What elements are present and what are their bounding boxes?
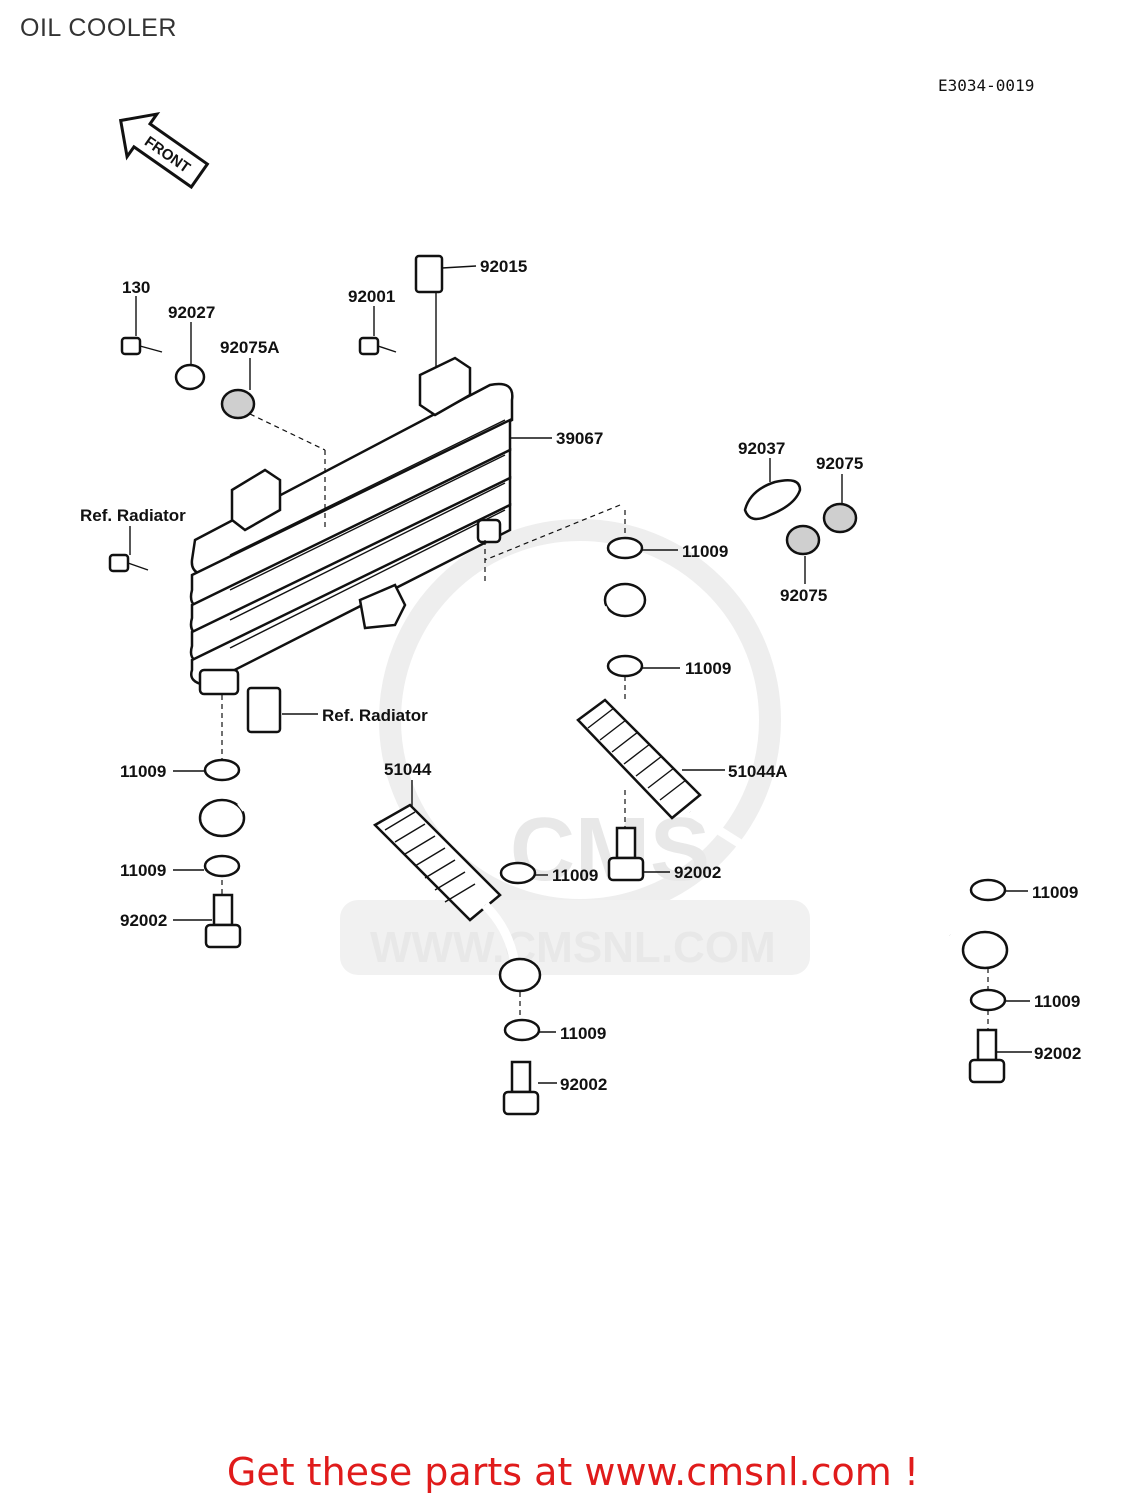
hose-51044 — [198, 773, 542, 993]
radiator-bracket — [246, 686, 282, 734]
label-11009-f: 11009 — [560, 1024, 606, 1043]
leader-lines — [129, 265, 1032, 1084]
watermark: CMS WWW.CMSNL.COM — [340, 519, 810, 975]
label-92002-c: 92002 — [560, 1075, 607, 1094]
bolt-ref-radiator — [108, 553, 149, 573]
label-11009-d: 11009 — [685, 659, 731, 678]
label-92001: 92001 — [348, 287, 395, 306]
label-92027: 92027 — [168, 303, 215, 322]
label-ref-radiator-top: Ref. Radiator — [80, 506, 186, 525]
washer-11009-c — [606, 536, 644, 560]
grommet-92075A — [220, 388, 256, 420]
label-11009-b: 11009 — [120, 861, 166, 880]
label-39067: 39067 — [556, 429, 603, 448]
banjo-bolt-92002-a — [204, 893, 242, 949]
label-92075-bottom: 92075 — [780, 586, 827, 605]
collar-92027 — [174, 363, 206, 391]
label-11009-a: 11009 — [120, 762, 166, 781]
watermark-brand: CMS — [510, 800, 710, 900]
washer-11009-h — [969, 988, 1007, 1012]
label-92015: 92015 — [480, 257, 527, 276]
banjo-bolt-92002-b — [607, 826, 645, 882]
clip-92037 — [743, 479, 802, 521]
label-11009-h: 11009 — [1034, 992, 1080, 1011]
washer-11009-f — [503, 1018, 541, 1042]
footer-link[interactable]: Get these parts at www.cmsnl.com ! — [226, 1450, 920, 1494]
dashed-guides — [221, 413, 989, 1030]
clamp-92015 — [414, 254, 444, 294]
label-11009-e: 11009 — [552, 866, 598, 885]
parts-diagram: CMS WWW.CMSNL.COM FRONT — [80, 111, 1081, 1116]
label-92037: 92037 — [738, 439, 785, 458]
label-51044A: 51044A — [728, 762, 788, 781]
oil-cooler-core — [189, 356, 514, 696]
label-92075-top: 92075 — [816, 454, 863, 473]
bolt-92001 — [358, 336, 397, 356]
washer-11009-b — [203, 854, 241, 878]
label-11009-c: 11009 — [682, 542, 728, 561]
grommet-92075-a — [822, 502, 858, 534]
grommet-92075-b — [785, 524, 821, 556]
washer-11009-a — [203, 758, 241, 782]
washer-11009-g — [969, 878, 1007, 902]
page-title: OIL COOLER — [20, 14, 177, 42]
diagram-code: E3034-0019 — [938, 76, 1035, 95]
banjo-bolt-92002-d — [968, 1028, 1006, 1084]
watermark-url: WWW.CMSNL.COM — [370, 923, 776, 972]
banjo-bolt-92002-c — [502, 1060, 540, 1116]
washer-11009-d — [606, 654, 644, 678]
washer-11009-e — [499, 861, 537, 885]
label-92075A: 92075A — [220, 338, 280, 357]
label-ref-radiator-bottom: Ref. Radiator — [322, 706, 428, 725]
label-92002-d: 92002 — [1034, 1044, 1081, 1063]
label-11009-g: 11009 — [1032, 883, 1078, 902]
bolt-130 — [120, 336, 163, 356]
label-92002-b: 92002 — [674, 863, 721, 882]
hose-51044A — [540, 582, 1009, 970]
front-arrow: FRONT — [118, 111, 210, 190]
label-51044: 51044 — [384, 760, 432, 779]
label-92002-a: 92002 — [120, 911, 167, 930]
label-130: 130 — [122, 278, 150, 297]
